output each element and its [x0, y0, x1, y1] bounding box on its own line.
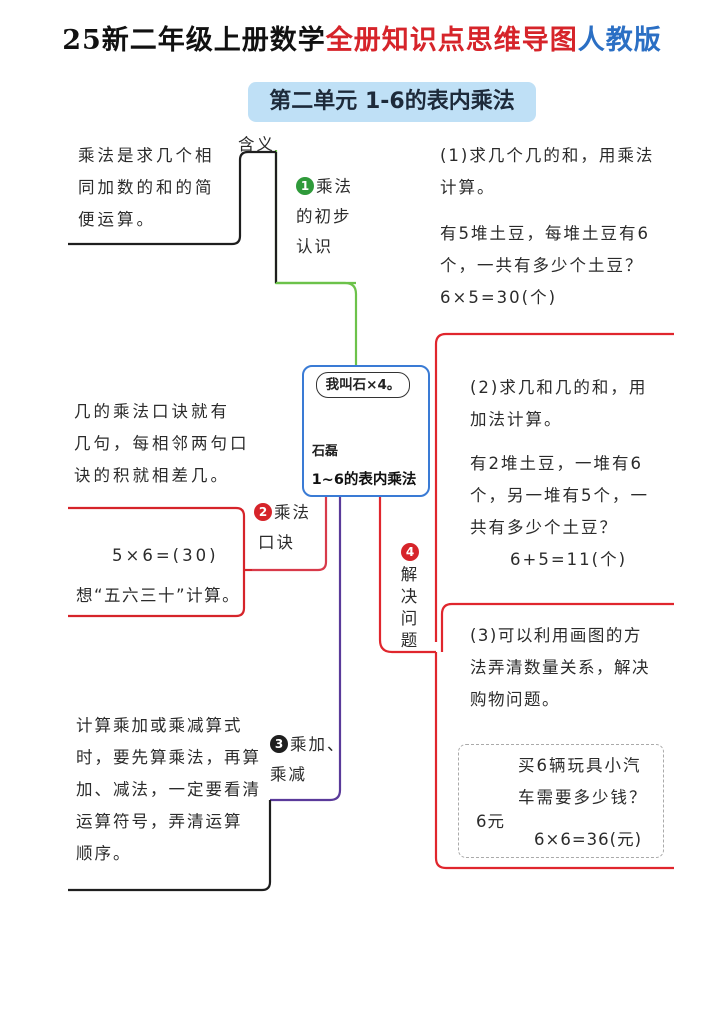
b4-item2-example2: 个，另一堆有5个，一	[470, 486, 649, 505]
b4-item3-price: 6元	[476, 812, 505, 831]
branch4-top	[434, 332, 674, 642]
branch1-label-text1: 乘法	[316, 177, 353, 196]
branch4-mid	[440, 602, 674, 652]
branch4-label-char4: 题	[400, 631, 420, 650]
branch1-def-line1: 乘法是求几个相	[78, 146, 215, 165]
branch4-label-char3: 问	[400, 609, 420, 628]
branch2-desc-line3: 诀的积就相差几。	[74, 466, 230, 485]
branch1-sub-label: 含义	[238, 135, 275, 154]
branch2-example-note: 想“五六三十”计算。	[76, 586, 241, 605]
b4-item3-line2: 法弄清数量关系，解决	[470, 658, 650, 677]
branch3-connector	[270, 493, 342, 802]
branch1-def-line3: 便运算。	[78, 210, 156, 229]
page-header: 25新二年级上册数学全册知识点思维导图人教版	[0, 18, 724, 57]
b4-item3-line3: 购物问题。	[470, 690, 560, 709]
branch4-connector	[378, 493, 436, 654]
branch3-number: 3	[270, 735, 288, 753]
b4-item3-example-box	[458, 744, 664, 858]
b4-item2-example3: 共有多少个土豆？	[470, 518, 618, 537]
center-name-label: 石磊	[312, 444, 339, 459]
b4-item3-example2: 车需要多少钱？	[518, 788, 648, 807]
unit-title: 第二单元 1-6的表内乘法	[248, 82, 536, 122]
branch1-connector-dark	[68, 150, 276, 246]
branch2-example-expr: 5×6=(30)	[112, 546, 219, 565]
branch4-label-char1: 解	[400, 565, 420, 584]
center-speech-bubble: 我叫石×4。	[316, 372, 410, 398]
b4-item2-line2: 加法计算。	[470, 410, 563, 429]
branch2-label-text1: 乘法	[274, 503, 311, 522]
branch4-number: 4	[401, 543, 419, 561]
branch3-desc-line3: 加、减法，一定要看清	[76, 780, 261, 799]
branch3-description: 计算乘加或乘减算式 时，要先算乘法，再算 加、减法，一定要看清 运算符号，弄清运…	[76, 710, 266, 870]
branch1-def-line2: 同加数的和的简	[78, 178, 215, 197]
branch3-desc-line4: 运算符号，弄清运算	[76, 812, 243, 831]
header-part3: 人教版	[577, 25, 662, 56]
b4-item2-line1: (2)求几和几的和，用	[470, 378, 648, 397]
branch1-label-line3: 认识	[296, 237, 333, 256]
b4-item2: (2)求几和几的和，用 加法计算。 有2堆土豆，一堆有6 个，另一堆有5个，一 …	[470, 372, 674, 576]
header-part1: 25新二年级上册数学	[62, 25, 326, 56]
b4-item2-example1: 有2堆土豆，一堆有6	[470, 454, 643, 473]
branch1-label-line2: 的初步	[296, 207, 352, 226]
branch2-desc-line1: 几的乘法口诀就有	[74, 402, 230, 421]
branch4-number-wrap: 4	[398, 542, 422, 564]
branch3-desc-line5: 顺序。	[76, 844, 132, 863]
branch2-description: 几的乘法口诀就有 几句，每相邻两句口 诀的积就相差几。	[74, 396, 254, 492]
branch3-label-text1: 乘加、	[290, 735, 346, 754]
center-title: 1~6的表内乘法	[311, 472, 417, 488]
branch3-desc-line1: 计算乘加或乘减算式	[76, 716, 243, 735]
b4-item2-answer: 6+5=11(个)	[510, 550, 628, 569]
b4-item1-example1: 有5堆土豆，每堆土豆有6	[440, 224, 650, 243]
branch4-bottom	[434, 652, 674, 870]
header-part2: 全册知识点思维导图	[325, 25, 578, 56]
branch2-box	[68, 506, 246, 618]
b4-item3: (3)可以利用画图的方 法弄清数量关系，解决 购物问题。	[470, 620, 674, 716]
branch1-definition: 乘法是求几个相 同加数的和的简 便运算。	[78, 140, 238, 236]
branch2-connector	[252, 493, 328, 572]
b4-item3-line1: (3)可以利用画图的方	[470, 626, 642, 645]
branch2-label-line2: 口诀	[258, 533, 295, 552]
b4-item1-example2: 个，一共有多少个土豆？	[440, 256, 644, 275]
branch4-label: 4 解 决 问 题	[398, 542, 422, 652]
b4-item3-example1: 买6辆玩具小汽	[518, 756, 642, 775]
b4-item3-example: 买6辆玩具小汽 车需要多少钱？	[518, 750, 658, 814]
branch2-number: 2	[254, 503, 272, 521]
branch4-label-char2: 决	[400, 587, 420, 606]
b4-item1-answer: 6×5=30(个)	[440, 288, 558, 307]
b4-item1-line1: (1)求几个几的和，用乘法	[440, 146, 655, 165]
branch3-box	[68, 800, 272, 892]
b4-item1-line2: 计算。	[440, 178, 496, 197]
branch2-desc-line2: 几句，每相邻两句口	[74, 434, 250, 453]
b4-item1: (1)求几个几的和，用乘法 计算。 有5堆土豆，每堆土豆有6 个，一共有多少个土…	[440, 140, 680, 314]
branch3-desc-line2: 时，要先算乘法，再算	[76, 748, 261, 767]
branch3-label-line2: 乘减	[270, 765, 307, 784]
b4-item3-answer: 6×6=36(元)	[534, 830, 643, 849]
branch1-number: 1	[296, 177, 314, 195]
